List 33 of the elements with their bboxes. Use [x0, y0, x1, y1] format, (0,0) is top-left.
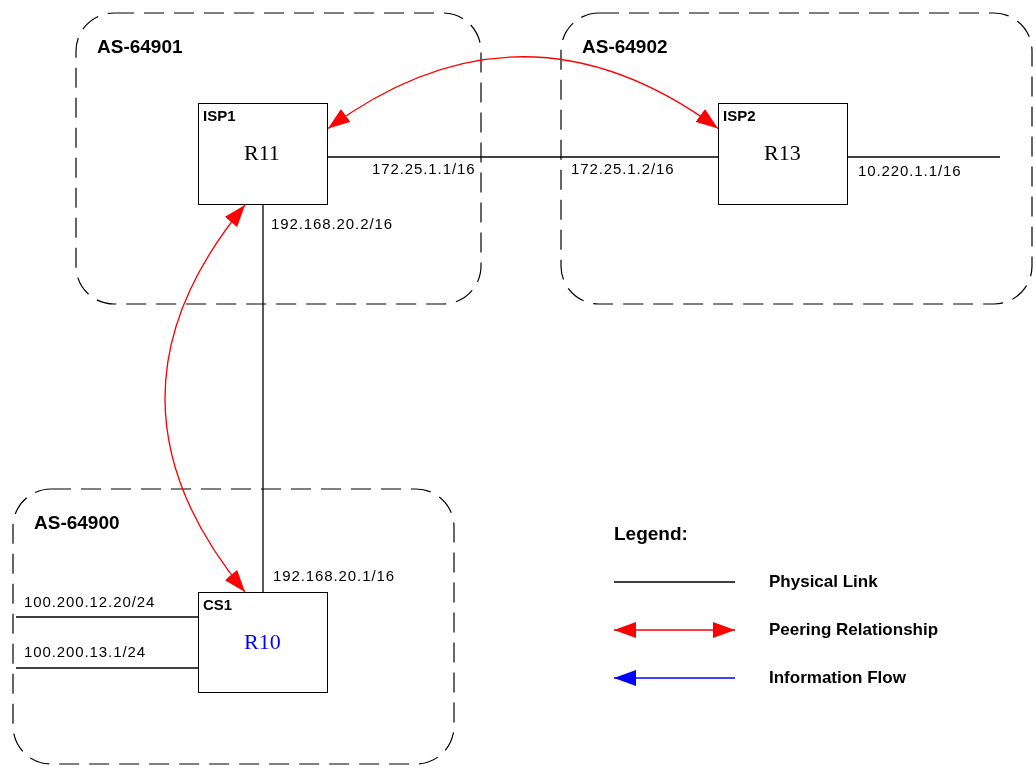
- link-line: [15, 667, 199, 669]
- router-name: R11: [244, 142, 280, 164]
- interface-address: 192.168.20.1/16: [273, 568, 395, 583]
- region-title: AS-64901: [97, 37, 183, 56]
- legend-label: Peering Relationship: [769, 621, 939, 638]
- interface-address: 172.25.1.2/16: [571, 161, 675, 176]
- region-title: AS-64902: [582, 37, 668, 56]
- router-role: ISP2: [723, 108, 756, 123]
- interface-address: 100.200.13.1/24: [24, 644, 146, 659]
- autonomous-system-region: [75, 12, 482, 305]
- interface-address: 10.220.1.1/16: [858, 163, 962, 178]
- router-box: [198, 103, 328, 205]
- router-box: [718, 103, 848, 205]
- router-box: [198, 592, 328, 693]
- router-name: R10: [244, 631, 281, 653]
- interface-address: 100.200.12.20/24: [24, 594, 156, 609]
- legend-label: Physical Link: [769, 573, 878, 590]
- interface-address: 172.25.1.1/16: [372, 161, 476, 176]
- legend-label: Information Flow: [769, 669, 906, 686]
- router-name: R13: [764, 142, 801, 164]
- link-line: [327, 156, 719, 158]
- peering-arrow: [164, 204, 246, 593]
- router-role: CS1: [203, 597, 233, 612]
- interface-address: 192.168.20.2/16: [271, 216, 393, 231]
- link-line: [847, 156, 1001, 158]
- peering-arrow: [327, 56, 719, 130]
- router-role: ISP1: [203, 108, 236, 123]
- legend-title: Legend:: [614, 524, 688, 543]
- region-title: AS-64900: [34, 513, 120, 532]
- link-line: [262, 204, 264, 593]
- link-line: [15, 616, 199, 618]
- autonomous-system-region: [560, 12, 1033, 305]
- autonomous-system-region: [12, 488, 455, 765]
